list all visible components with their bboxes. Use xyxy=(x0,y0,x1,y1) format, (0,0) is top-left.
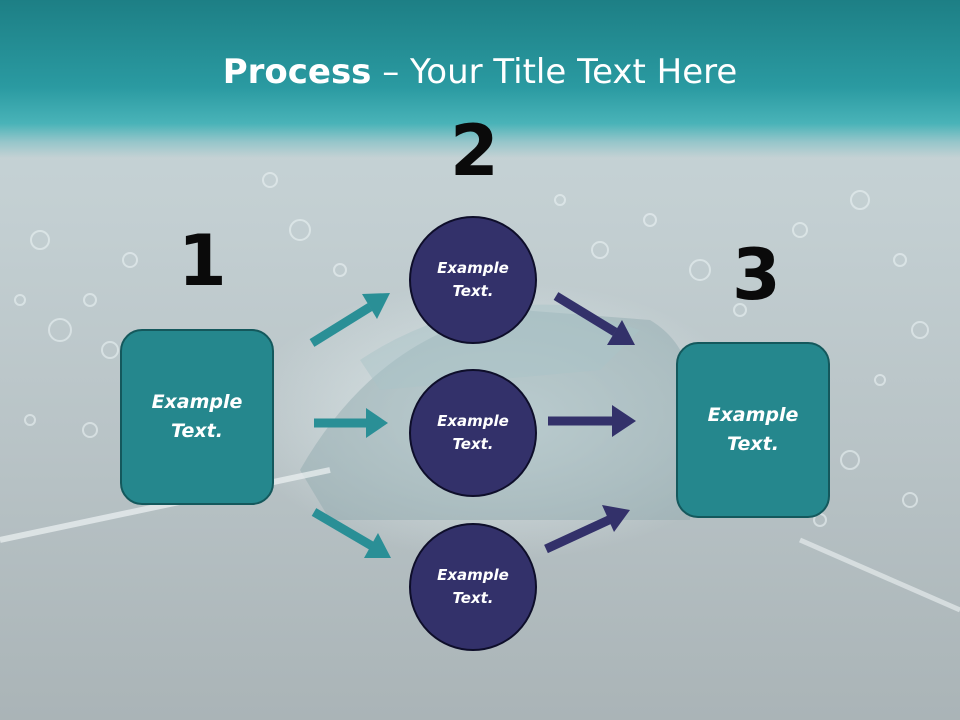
step-2-label-middle: Example Text. xyxy=(437,412,509,453)
step-number-3: 3 xyxy=(732,234,781,316)
arrow-1-to-middle xyxy=(314,408,388,438)
arrow-middle-to-3 xyxy=(548,405,636,437)
arrow-top-to-3 xyxy=(553,292,635,345)
arrow-1-to-top xyxy=(309,293,390,347)
title-bold: Process xyxy=(222,52,372,92)
step-2-label-top: Example Text. xyxy=(437,259,509,300)
step-2-label-bottom: Example Text. xyxy=(437,566,509,607)
step-1-box: Example Text. xyxy=(120,329,274,505)
step-2-circle-middle: Example Text. xyxy=(409,369,537,497)
title-rest: – Your Title Text Here xyxy=(371,52,738,92)
slide-title: Process – Your Title Text Here xyxy=(0,52,960,92)
step-number-2: 2 xyxy=(450,110,499,192)
step-2-circle-bottom: Example Text. xyxy=(409,523,537,651)
step-3-label: Example Text. xyxy=(707,404,799,455)
arrow-1-to-bottom xyxy=(311,508,391,558)
step-1-label: Example Text. xyxy=(151,391,243,442)
step-2-circle-top: Example Text. xyxy=(409,216,537,344)
title-band xyxy=(0,0,960,158)
step-number-1: 1 xyxy=(178,220,227,302)
arrow-bottom-to-3 xyxy=(544,505,630,554)
step-3-box: Example Text. xyxy=(676,342,830,518)
